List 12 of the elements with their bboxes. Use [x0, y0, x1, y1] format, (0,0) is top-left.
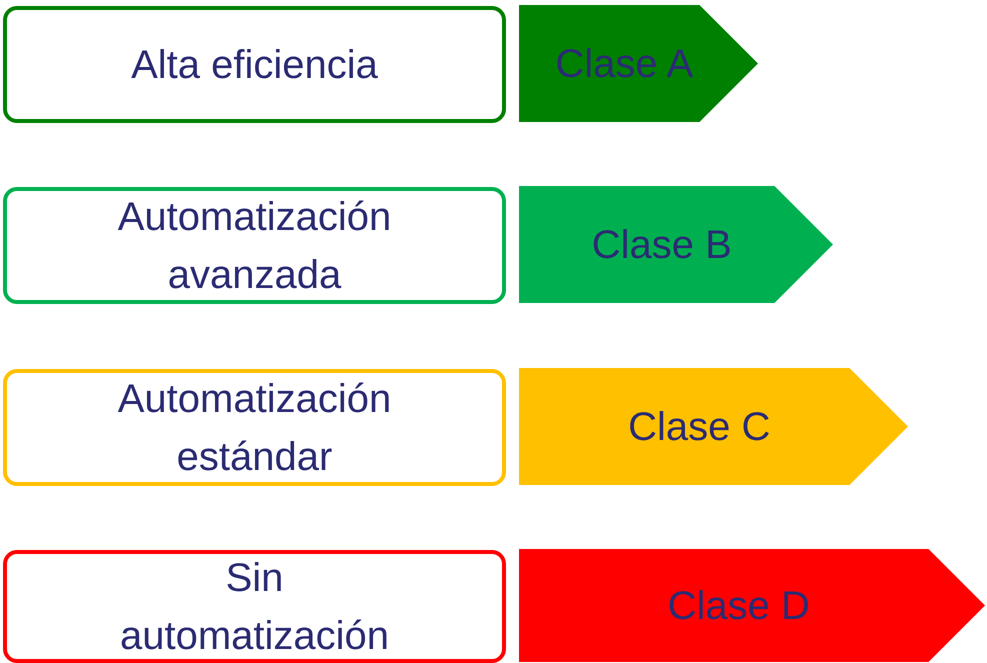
category-box	[3, 550, 506, 663]
category-box	[3, 6, 506, 123]
class-label: Clase A	[554, 40, 694, 88]
class-label: Clase B	[590, 222, 733, 268]
class-label: Clase C	[627, 404, 772, 450]
category-label: Sin automatización	[118, 554, 390, 660]
category-label: Automatización estándar	[116, 376, 392, 480]
category-label: Alta eficiencia	[130, 42, 379, 88]
class-label: Clase D	[666, 582, 811, 630]
category-box	[3, 369, 506, 486]
category-box	[3, 187, 506, 304]
category-label: Automatización avanzada	[116, 194, 392, 298]
